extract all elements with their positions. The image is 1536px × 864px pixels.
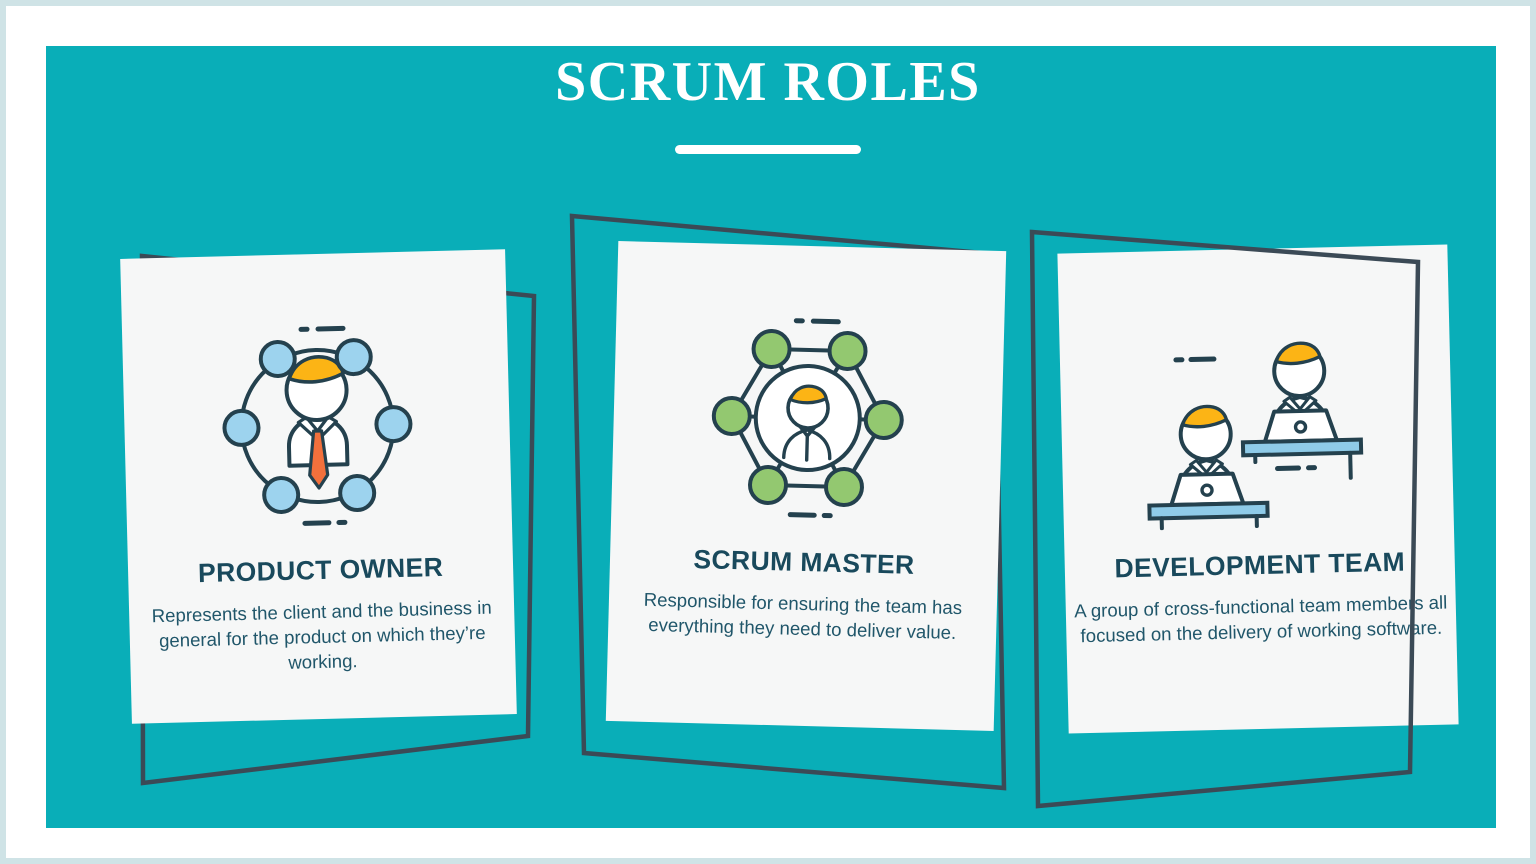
dash-marks-bottom [787, 512, 833, 519]
hair-shape [788, 384, 828, 405]
network-nodes [711, 329, 904, 507]
card-outline-frame [1029, 229, 1421, 809]
person-back [1240, 341, 1364, 480]
dash-marks-top [298, 325, 346, 332]
card-heading: SCRUM MASTER [693, 544, 915, 580]
card-paper: SCRUM MASTER Responsible for ensuring th… [605, 241, 1007, 731]
card-description: Responsible for ensuring the team has ev… [643, 588, 963, 643]
card-product-owner[interactable]: PRODUCT OWNER Represents the client and … [116, 46, 586, 828]
dash-marks-bottom [301, 519, 347, 526]
card-paper: DEVELOPMENT TEAM A group of cross-functi… [1057, 244, 1459, 734]
cards-container: PRODUCT OWNER Represents the client and … [46, 46, 1496, 828]
dash-marks-top [793, 318, 841, 325]
tie-shape [307, 429, 329, 490]
dash-marks-left [1173, 356, 1217, 363]
header: SCRUM ROLES [6, 54, 1530, 154]
product-owner-network-person-icon [122, 311, 512, 541]
scrum-master-hexagon-network-icon [611, 303, 1005, 533]
card-outline-frame [569, 213, 1007, 791]
card-description: Represents the client and the business i… [151, 596, 492, 673]
card-paper: PRODUCT OWNER Represents the client and … [120, 249, 517, 724]
card-scrum-master[interactable]: SCRUM MASTER Responsible for ensuring th… [562, 46, 1032, 828]
card-heading: PRODUCT OWNER [197, 551, 444, 589]
title-underline-rule [675, 145, 861, 154]
network-nodes [221, 338, 412, 514]
dash-marks-right [1275, 465, 1318, 472]
development-team-two-people-laptops-icon [1059, 306, 1454, 535]
person-front [1147, 404, 1270, 531]
card-development-team[interactable]: DEVELOPMENT TEAM A group of cross-functi… [1008, 46, 1478, 828]
page-title: SCRUM ROLES [555, 51, 981, 113]
